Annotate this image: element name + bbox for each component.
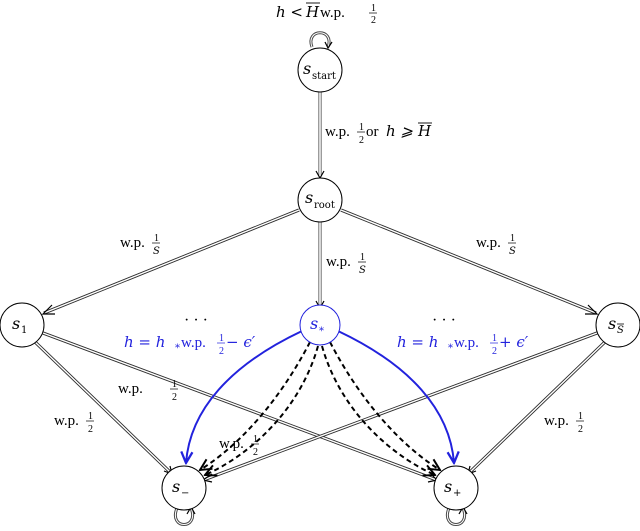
svg-text:2: 2 [219, 346, 224, 357]
svg-text:S: S [359, 265, 366, 276]
svg-text:w.p.: w.p. [544, 413, 569, 429]
ellipsis-right: · · · [432, 312, 456, 329]
svg-text:w.p.: w.p. [219, 436, 244, 452]
svg-text:1: 1 [510, 233, 515, 244]
label-top-loop: h < H w.p. 1 2 [276, 2, 377, 26]
svg-text:h = h: h = h [397, 333, 438, 351]
edge-s1-sminus [31, 338, 173, 475]
svg-text:s: s [608, 314, 616, 333]
label-sS-splus: w.p. 1 2 [544, 411, 584, 435]
svg-text:w.p.: w.p. [118, 381, 143, 397]
svg-text:2: 2 [371, 15, 376, 26]
svg-text:1: 1 [219, 333, 224, 344]
svg-text:1: 1 [172, 379, 177, 390]
svg-text:+ ϵ′: + ϵ′ [499, 333, 529, 351]
svg-text:+: + [453, 488, 461, 499]
node-splus: s + [433, 465, 479, 511]
label-blue-left: h = h * w.p. 1 2 − ϵ′ [124, 333, 256, 357]
label-start-root: w.p. 1 2 or h ⩾ H [325, 122, 432, 146]
svg-text:− ϵ′: − ϵ′ [226, 333, 256, 351]
svg-text:S: S [153, 246, 160, 257]
svg-text:S: S [617, 325, 624, 336]
svg-text:−: − [181, 488, 189, 499]
edge-sstar-sminus-dashed-1 [205, 345, 319, 475]
edge-root-s1 [41, 208, 300, 315]
svg-text:w.p.: w.p. [320, 5, 345, 21]
svg-text:1: 1 [154, 233, 159, 244]
svg-text:start: start [312, 71, 336, 82]
svg-text:2: 2 [88, 424, 93, 435]
svg-text:*: * [448, 343, 453, 354]
ellipsis-left: · · · [184, 312, 208, 329]
svg-text:1: 1 [253, 434, 258, 445]
label-sstar-dashed: w.p. 1 2 [219, 434, 259, 458]
svg-text:w.p.: w.p. [476, 235, 501, 251]
svg-text:2: 2 [359, 135, 364, 146]
svg-text:H: H [305, 3, 320, 21]
svg-text:w.p.: w.p. [120, 235, 145, 251]
svg-text:*: * [319, 326, 324, 337]
label-s1-splus: w.p. 1 2 [118, 379, 178, 403]
svg-text:2: 2 [492, 346, 497, 357]
edge-start-root [315, 92, 325, 180]
svg-text:*: * [175, 343, 180, 354]
edge-sstar-sminus-dashed-2 [200, 341, 311, 470]
node-sstar: s * [299, 304, 341, 346]
svg-text:1: 1 [88, 411, 93, 422]
svg-text:h = h: h = h [124, 333, 165, 351]
node-root: s root [297, 177, 343, 223]
svg-text:or: or [366, 124, 379, 140]
label-blue-right: h = h * w.p. 1 2 + ϵ′ [397, 333, 529, 357]
svg-text:2: 2 [172, 392, 177, 403]
node-start: s start [297, 47, 343, 93]
edge-root-sstar [315, 222, 325, 310]
edge-sstar-splus-dashed-2 [329, 341, 440, 470]
edge-sstar-splus-blue [337, 330, 454, 463]
svg-text:2: 2 [253, 447, 258, 458]
svg-text:S: S [509, 246, 516, 257]
svg-text:1: 1 [360, 252, 365, 263]
label-root-s1: w.p. 1 S [120, 233, 160, 257]
svg-text:s: s [305, 188, 313, 207]
svg-text:s: s [303, 59, 311, 78]
svg-text:s: s [444, 477, 452, 496]
svg-text:1: 1 [371, 3, 376, 14]
edge-sS-splus [467, 338, 609, 475]
label-root-sS: w.p. 1 S [476, 233, 516, 257]
edge-root-sS [340, 208, 599, 315]
svg-text:1: 1 [359, 122, 364, 133]
svg-text:1: 1 [21, 325, 27, 336]
svg-text:h <: h < [276, 3, 303, 21]
node-sminus: s − [161, 465, 207, 511]
svg-text:root: root [314, 200, 335, 211]
svg-text:w.p.: w.p. [326, 254, 351, 270]
label-root-sstar: w.p. 1 S [326, 252, 366, 276]
svg-text:2: 2 [578, 424, 583, 435]
svg-text:s: s [12, 314, 20, 333]
svg-text:1: 1 [578, 411, 583, 422]
svg-text:w.p.: w.p. [454, 335, 479, 351]
edge-sstar-sminus-blue [186, 330, 303, 463]
svg-text:s: s [172, 477, 180, 496]
svg-text:w.p.: w.p. [181, 335, 206, 351]
node-sS: s S [595, 302, 640, 348]
svg-text:H: H [417, 122, 432, 140]
edge-sstar-splus-dashed-1 [321, 345, 435, 475]
svg-text:w.p.: w.p. [325, 124, 350, 140]
svg-text:s: s [310, 314, 318, 333]
svg-text:1: 1 [492, 333, 497, 344]
node-s1: s 1 [0, 302, 45, 348]
loop-start [309, 31, 333, 50]
label-s1-sminus: w.p. 1 2 [54, 411, 94, 435]
svg-text:w.p.: w.p. [54, 413, 79, 429]
svg-text:h ⩾: h ⩾ [386, 122, 413, 140]
